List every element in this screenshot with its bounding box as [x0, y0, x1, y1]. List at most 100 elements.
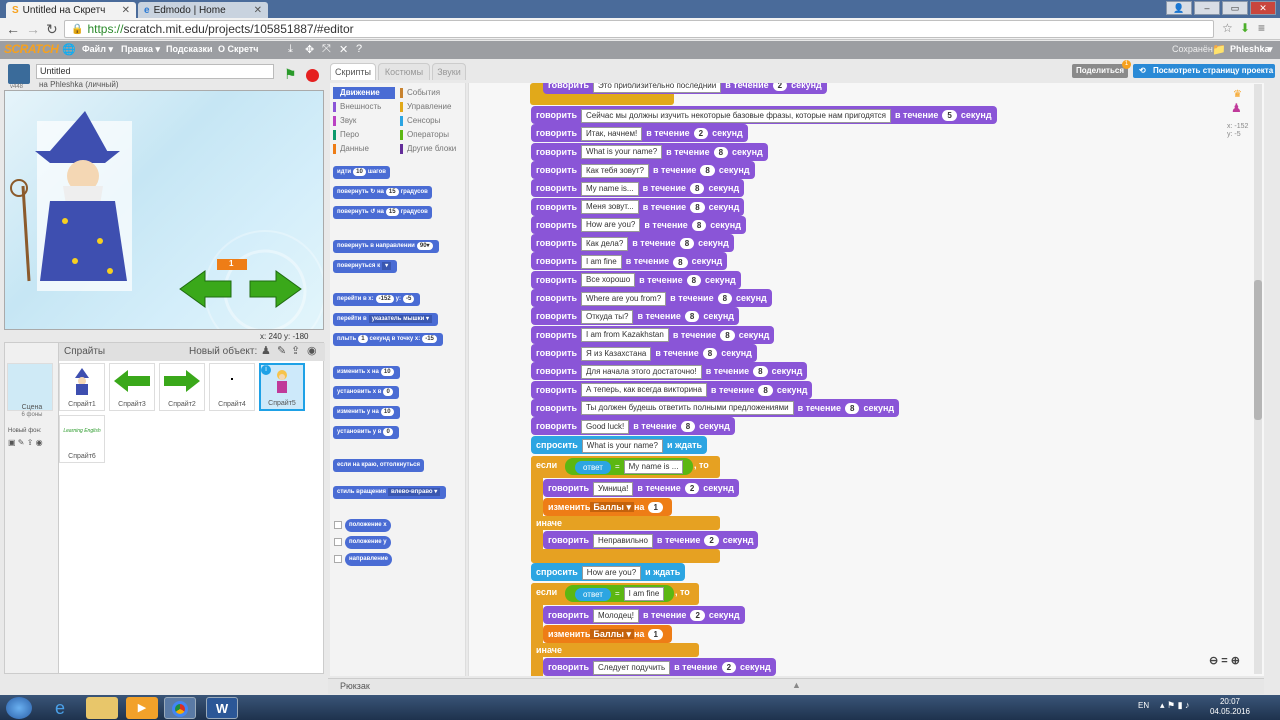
- say-seconds[interactable]: 8: [717, 293, 733, 305]
- folder-icon[interactable]: 📁: [1212, 44, 1226, 56]
- share-button[interactable]: Поделиться: [1072, 64, 1128, 78]
- zoom-reset-icon[interactable]: =: [1221, 655, 1228, 667]
- chevron-up-icon[interactable]: ▲: [792, 680, 801, 690]
- say-text[interactable]: I am fine: [581, 255, 622, 270]
- user-icon[interactable]: 👤: [1166, 1, 1192, 15]
- duplicate-icon[interactable]: ⤓: [288, 43, 293, 55]
- minimize-icon[interactable]: –: [1194, 1, 1220, 15]
- tab-costumes[interactable]: Костюмы: [378, 63, 430, 80]
- sprite-thumb-3[interactable]: Спрайт3: [109, 363, 155, 411]
- answer-reporter[interactable]: ответ: [575, 460, 611, 474]
- word-icon[interactable]: W: [206, 697, 238, 719]
- answer-reporter[interactable]: ответ: [575, 587, 611, 601]
- reload-icon[interactable]: ↻: [46, 21, 58, 37]
- explorer-icon[interactable]: [86, 697, 118, 719]
- checkbox-y-position[interactable]: [334, 538, 342, 546]
- say-text[interactable]: I am from Kazakhstan: [581, 328, 669, 343]
- equals-operator-2[interactable]: ответ=I am fine: [565, 585, 675, 602]
- say-text[interactable]: Итак, начнем!: [581, 126, 643, 141]
- else-block-1[interactable]: [531, 516, 720, 530]
- sprite-thumb-5[interactable]: i Спрайт5: [259, 363, 305, 411]
- sprite-thumb-4[interactable]: Спрайт4: [209, 363, 255, 411]
- see-project-page-button[interactable]: ⟲ Посмотреть страницу проекта: [1133, 64, 1275, 78]
- menu-icon[interactable]: ≡: [1258, 21, 1266, 35]
- script-scrollbar-thumb[interactable]: [1254, 280, 1262, 420]
- category-looks[interactable]: Внешность: [333, 101, 395, 113]
- checkbox-direction[interactable]: [334, 555, 342, 563]
- equals-operator-1[interactable]: ответ=My name is ...: [565, 458, 694, 475]
- help-icon[interactable]: ?: [356, 43, 363, 55]
- maximize-icon[interactable]: ▭: [1222, 1, 1248, 15]
- say-seconds[interactable]: 8: [690, 183, 705, 195]
- wizard-sprite[interactable]: [10, 111, 132, 291]
- paint-sprite-icon[interactable]: ✎: [277, 345, 287, 357]
- palette-x-position-reporter[interactable]: положение x: [345, 519, 391, 532]
- say-text[interactable]: Ты должен будешь ответить полными предло…: [581, 401, 794, 416]
- say-seconds[interactable]: 8: [702, 348, 718, 360]
- browser-tab-scratch[interactable]: S Untitled на Скретч ✕: [6, 2, 136, 18]
- say-seconds[interactable]: 2: [693, 128, 709, 140]
- say-text[interactable]: Сейчас мы должны изучить некоторые базов…: [581, 108, 891, 123]
- say-text[interactable]: Все хорошо: [581, 273, 636, 288]
- shrink-icon[interactable]: ✕: [339, 44, 349, 56]
- menu-file[interactable]: Файл ▾: [82, 44, 113, 54]
- scratch-logo[interactable]: SCRATCH: [4, 42, 59, 56]
- language-indicator[interactable]: EN: [1138, 701, 1150, 710]
- category-sound[interactable]: Звук: [333, 115, 395, 127]
- stage[interactable]: 1: [4, 90, 324, 330]
- ie-icon[interactable]: e: [54, 698, 65, 718]
- say-seconds[interactable]: 8: [686, 274, 702, 286]
- say-seconds[interactable]: 8: [845, 402, 860, 414]
- globe-icon[interactable]: 🌐: [62, 44, 76, 56]
- say-seconds[interactable]: 8: [684, 311, 700, 323]
- browser-tab-edmodo[interactable]: e Edmodo | Home ✕: [138, 2, 268, 18]
- arrow-right-sprite[interactable]: [249, 270, 302, 308]
- category-events[interactable]: События: [400, 87, 462, 99]
- palette-direction-reporter[interactable]: направление: [345, 553, 392, 566]
- camera-sprite-icon[interactable]: ◉: [307, 345, 317, 357]
- info-icon[interactable]: i: [261, 365, 271, 375]
- checkbox-x-position[interactable]: [334, 521, 342, 529]
- say-seconds[interactable]: 8: [713, 146, 729, 158]
- camera-icon[interactable]: ◉: [35, 438, 43, 447]
- menu-hints[interactable]: Подсказки: [166, 44, 213, 54]
- category-motion[interactable]: Движение: [333, 87, 395, 99]
- category-control[interactable]: Управление: [400, 101, 462, 113]
- say-text[interactable]: Для начала этого достаточно!: [581, 364, 702, 379]
- category-sensing[interactable]: Сенсоры: [400, 115, 462, 127]
- upload-icon[interactable]: ⇪: [26, 438, 34, 447]
- category-operators[interactable]: Операторы: [400, 129, 462, 141]
- image-icon[interactable]: ▣: [8, 438, 16, 447]
- say-seconds[interactable]: 5: [942, 110, 957, 122]
- say-seconds[interactable]: 8: [673, 256, 688, 268]
- paint-icon[interactable]: ✎: [17, 438, 25, 447]
- stage-thumbnail[interactable]: [7, 363, 53, 411]
- sprite-library-icon[interactable]: ♟: [261, 345, 271, 357]
- say-text[interactable]: How are you?: [581, 218, 641, 233]
